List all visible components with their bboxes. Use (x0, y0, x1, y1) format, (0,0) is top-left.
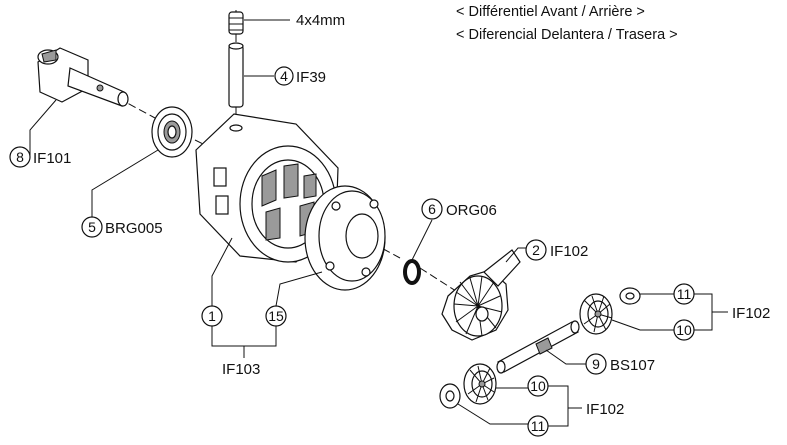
cross-pin (496, 320, 580, 374)
crown-gear-code-label: IF102 (550, 243, 588, 260)
set-screw (228, 11, 244, 35)
lower-washer (439, 383, 461, 409)
bearing-code-label: BRG005 (105, 220, 163, 237)
bracket-if103 (211, 326, 277, 358)
lower-set-code: IF102 (586, 401, 624, 418)
cover-plate (304, 185, 386, 291)
housing-set-code: IF103 (222, 361, 260, 378)
upper-set-code: IF102 (732, 305, 770, 322)
pin-part (228, 42, 244, 108)
callout-num-5: 5 (88, 219, 96, 235)
crown-gear (441, 249, 521, 341)
lower-small-gear (463, 363, 497, 405)
callout-num-2: 2 (532, 242, 540, 258)
leader-oring (411, 219, 433, 261)
leader-bearing (91, 149, 159, 222)
shaft-code-label: IF101 (33, 150, 71, 167)
bracket-lower-if102 (548, 385, 582, 427)
leader-cross-pin (545, 349, 586, 365)
leader-housing (211, 237, 233, 306)
upper-washer (619, 287, 641, 305)
callout-num-4: 4 (280, 68, 288, 84)
bracket-upper-if102 (694, 293, 728, 331)
callout-circle-6 (421, 198, 443, 220)
cross-pin-code-label: BS107 (610, 357, 655, 374)
callout-num-1: 1 (208, 308, 216, 324)
title-line-2: < Diferencial Delantera / Trasera > (456, 27, 678, 43)
pin-code-label: IF39 (296, 69, 326, 86)
callout-num-10-lower: 10 (530, 378, 546, 394)
leader-cover (275, 271, 323, 307)
outdrive-shaft (37, 47, 129, 107)
leader-crown-gear (505, 247, 526, 263)
callout-num-9: 9 (592, 356, 600, 372)
callout-num-15: 15 (268, 308, 284, 324)
leader-shaft (29, 99, 57, 156)
leader-upper-gear (611, 319, 674, 331)
callout-circle-8 (9, 146, 31, 168)
callout-num-8: 8 (16, 149, 24, 165)
callout-circle-5 (81, 216, 103, 238)
bearing-part (151, 106, 193, 158)
callout-num-10-upper: 10 (676, 322, 692, 338)
callout-circle-9 (585, 353, 607, 375)
callout-circle-2 (525, 239, 547, 261)
screw-size-label: 4x4mm (296, 12, 345, 29)
oring-code-label: ORG06 (446, 202, 497, 219)
diff-housing (195, 113, 339, 263)
callout-num-11-upper: 11 (677, 286, 692, 302)
callout-num-6: 6 (428, 201, 436, 217)
callout-num-11-lower: 11 (531, 418, 546, 434)
title-line-1: < Différentiel Avant / Arrière > (456, 4, 645, 20)
leader-lower-washer (457, 403, 528, 425)
callout-circle-4 (274, 66, 294, 86)
upper-small-gear (579, 293, 613, 335)
oring-part (403, 259, 421, 285)
